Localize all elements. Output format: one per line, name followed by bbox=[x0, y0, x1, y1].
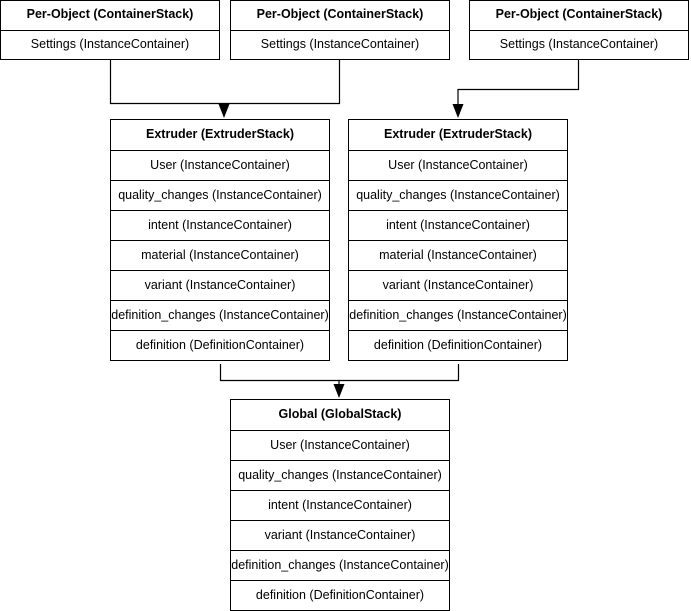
node-extruder-1-row-user: User (InstanceContainer) bbox=[111, 150, 329, 180]
node-per-object-3[interactable]: Per-Object (ContainerStack) Settings (In… bbox=[469, 0, 689, 60]
node-per-object-1-header: Per-Object (ContainerStack) bbox=[1, 1, 219, 30]
arrowhead-extruder-1 bbox=[218, 104, 230, 118]
node-extruder-1[interactable]: Extruder (ExtruderStack) User (InstanceC… bbox=[110, 119, 330, 361]
node-extruder-1-row-intent: intent (InstanceContainer) bbox=[111, 210, 329, 240]
node-extruder-2-row-material: material (InstanceContainer) bbox=[349, 240, 567, 270]
edge-extruder-2-to-global bbox=[339, 364, 460, 382]
node-per-object-3-row-settings: Settings (InstanceContainer) bbox=[470, 30, 688, 59]
node-per-object-1[interactable]: Per-Object (ContainerStack) Settings (In… bbox=[0, 0, 220, 60]
node-extruder-1-header: Extruder (ExtruderStack) bbox=[111, 120, 329, 150]
node-extruder-2[interactable]: Extruder (ExtruderStack) User (InstanceC… bbox=[348, 119, 568, 361]
node-per-object-1-row-settings: Settings (InstanceContainer) bbox=[1, 30, 219, 59]
node-global-row-definition: definition (DefinitionContainer) bbox=[231, 580, 449, 610]
edge-per-object-3-to-extruder-2 bbox=[457, 58, 580, 114]
node-extruder-2-row-definition: definition (DefinitionContainer) bbox=[349, 330, 567, 360]
node-global-header: Global (GlobalStack) bbox=[231, 400, 449, 430]
node-per-object-2[interactable]: Per-Object (ContainerStack) Settings (In… bbox=[230, 0, 450, 60]
edge-per-object-2-to-extruder-1 bbox=[224, 58, 341, 105]
node-global[interactable]: Global (GlobalStack) User (InstanceConta… bbox=[230, 399, 450, 611]
node-per-object-3-header: Per-Object (ContainerStack) bbox=[470, 1, 688, 30]
edge-extruder-1-to-global bbox=[219, 364, 339, 382]
node-global-row-variant: variant (InstanceContainer) bbox=[231, 520, 449, 550]
node-global-row-quality-changes: quality_changes (InstanceContainer) bbox=[231, 460, 449, 490]
node-extruder-2-row-definition-changes: definition_changes (InstanceContainer) bbox=[349, 300, 567, 330]
node-extruder-1-row-definition-changes: definition_changes (InstanceContainer) bbox=[111, 300, 329, 330]
node-extruder-1-row-definition: definition (DefinitionContainer) bbox=[111, 330, 329, 360]
node-extruder-2-row-quality-changes: quality_changes (InstanceContainer) bbox=[349, 180, 567, 210]
node-extruder-2-row-user: User (InstanceContainer) bbox=[349, 150, 567, 180]
node-extruder-1-row-variant: variant (InstanceContainer) bbox=[111, 270, 329, 300]
node-extruder-2-header: Extruder (ExtruderStack) bbox=[349, 120, 567, 150]
node-global-row-intent: intent (InstanceContainer) bbox=[231, 490, 449, 520]
edge-per-object-1-to-extruder-1 bbox=[109, 58, 224, 105]
node-extruder-1-row-quality-changes: quality_changes (InstanceContainer) bbox=[111, 180, 329, 210]
node-per-object-2-row-settings: Settings (InstanceContainer) bbox=[231, 30, 449, 59]
node-extruder-1-row-material: material (InstanceContainer) bbox=[111, 240, 329, 270]
arrowhead-global bbox=[333, 384, 345, 398]
node-global-row-definition-changes: definition_changes (InstanceContainer) bbox=[231, 550, 449, 580]
arrowhead-extruder-2 bbox=[452, 104, 464, 118]
node-extruder-2-row-intent: intent (InstanceContainer) bbox=[349, 210, 567, 240]
node-global-row-user: User (InstanceContainer) bbox=[231, 430, 449, 460]
node-extruder-2-row-variant: variant (InstanceContainer) bbox=[349, 270, 567, 300]
node-per-object-2-header: Per-Object (ContainerStack) bbox=[231, 1, 449, 30]
